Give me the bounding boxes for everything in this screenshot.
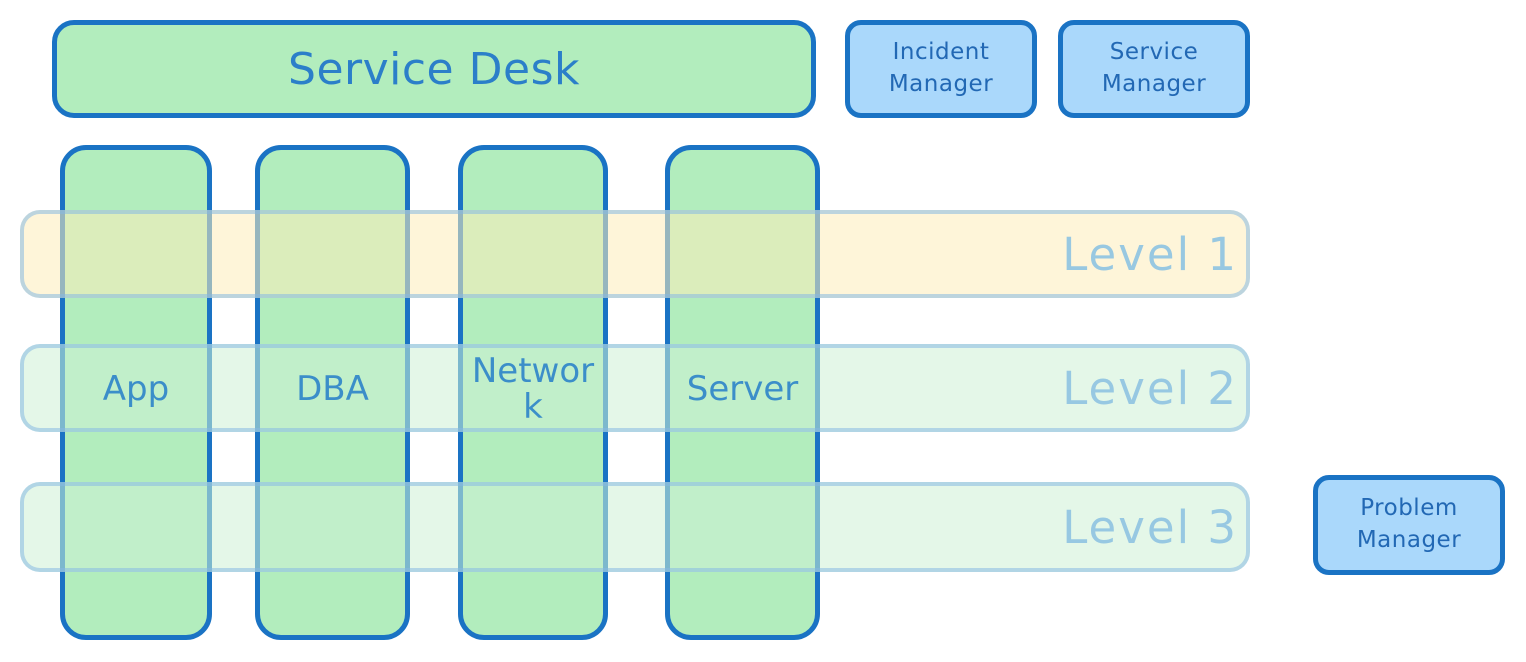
role-box-problem-manager[interactable]: Problem Manager xyxy=(1313,475,1505,575)
support-level-band-3[interactable]: Level 3 xyxy=(20,482,1250,572)
service-desk-box[interactable]: Service Desk xyxy=(52,20,816,118)
role-label-incident-manager: Incident Manager xyxy=(888,39,994,97)
support-level-label-1: Level 1 xyxy=(1062,227,1238,281)
support-level-band-1[interactable]: Level 1 xyxy=(20,210,1250,298)
service-desk-label: Service Desk xyxy=(288,43,580,95)
role-label-service-manager: Service Manager xyxy=(1101,39,1207,97)
support-level-label-3: Level 3 xyxy=(1062,500,1238,554)
role-box-incident-manager[interactable]: Incident Manager xyxy=(845,20,1037,118)
support-level-label-2: Level 2 xyxy=(1062,361,1238,415)
role-label-problem-manager: Problem Manager xyxy=(1356,495,1462,553)
role-box-service-manager[interactable]: Service Manager xyxy=(1058,20,1250,118)
support-level-band-2[interactable]: Level 2 xyxy=(20,344,1250,432)
